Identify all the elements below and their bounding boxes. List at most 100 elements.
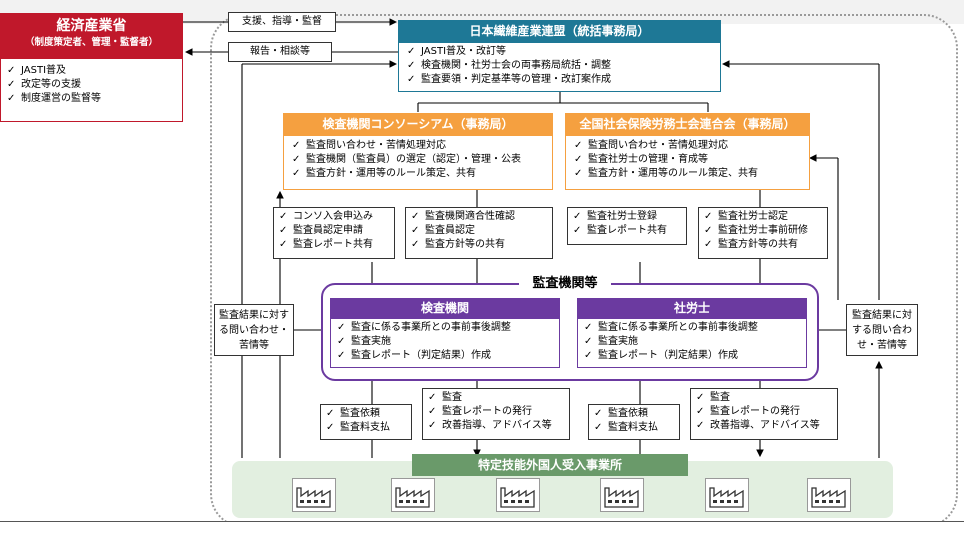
check-icon: ✓ xyxy=(574,154,583,165)
check-icon: ✓ xyxy=(696,420,705,431)
result-box-2: ✓監査 ✓監査レポートの発行 ✓改善指導、アドバイス等 xyxy=(690,388,838,440)
consortium-title: 検査機関コンソーシアム（事務局） xyxy=(283,113,553,135)
factory-icon xyxy=(496,478,540,512)
list-item: ✓監査レポート共有 xyxy=(279,239,373,250)
check-icon: ✓ xyxy=(428,406,437,417)
left-inquiry-box: 監査結果に対する問い合わせ・苦情等 xyxy=(214,304,294,356)
bottom-bar xyxy=(0,521,964,536)
meti-title: 経済産業省 xyxy=(56,18,127,34)
check-icon: ✓ xyxy=(573,225,582,236)
check-icon: ✓ xyxy=(279,225,288,236)
consortium-body: ✓監査問い合わせ・苦情処理対応 ✓監査機関（監査員）の選定（認定）・管理・公表 … xyxy=(283,135,553,190)
request-box-2: ✓監査依頼 ✓監査料支払 xyxy=(588,404,680,440)
sharoushi-title: 社労士 xyxy=(577,298,807,318)
check-icon: ✓ xyxy=(7,93,16,104)
sharoushi-body: ✓監査に係る事業所との事前事後調整 ✓監査実施 ✓監査レポート（判定結果）作成 xyxy=(577,318,807,368)
check-icon: ✓ xyxy=(337,350,346,361)
factory-icon xyxy=(807,478,851,512)
list-item: ✓監査方針等の共有 xyxy=(704,239,798,250)
check-icon: ✓ xyxy=(704,239,713,250)
list-item: ✓監査問い合わせ・苦情処理対応 xyxy=(574,140,728,151)
list-item: ✓監査レポート共有 xyxy=(573,225,667,236)
factory-icon xyxy=(292,478,336,512)
list-item: ✓監査社労士の管理・育成等 xyxy=(574,154,708,165)
check-icon: ✓ xyxy=(704,211,713,222)
list-item: ✓制度運営の監督等 xyxy=(7,93,101,104)
nihon-title: 日本繊維産業連盟（統括事務局） xyxy=(398,20,721,42)
check-icon: ✓ xyxy=(407,60,416,71)
list-item: ✓改定等の支援 xyxy=(7,79,81,90)
inspection-title: 検査機関 xyxy=(330,298,560,318)
list-item: ✓改善指導、アドバイス等 xyxy=(696,420,820,431)
list-item: ✓監査料支払 xyxy=(326,422,390,433)
check-icon: ✓ xyxy=(326,408,335,419)
list-item: ✓監査 xyxy=(428,392,462,403)
check-icon: ✓ xyxy=(407,46,416,57)
list-item: ✓監査機関（監査員）の選定（認定）・管理・公表 xyxy=(292,154,521,165)
business-title: 特定技能外国人受入事業所 xyxy=(412,454,688,476)
list-item: ✓監査方針・運用等のルール策定、共有 xyxy=(574,168,758,179)
list-item: ✓監査 xyxy=(696,392,730,403)
list-item: ✓監査社労士認定 xyxy=(704,211,788,222)
check-icon: ✓ xyxy=(704,225,713,236)
list-item: ✓コンソ入会申込み xyxy=(279,211,373,222)
check-icon: ✓ xyxy=(594,422,603,433)
list-item: ✓監査社労士登録 xyxy=(573,211,657,222)
check-icon: ✓ xyxy=(573,211,582,222)
check-icon: ✓ xyxy=(584,350,593,361)
check-icon: ✓ xyxy=(337,322,346,333)
report-label: 報告・相談等 xyxy=(228,42,332,62)
mid-box-d: ✓監査社労士認定 ✓監査社労士事前研修 ✓監査方針等の共有 xyxy=(698,207,828,259)
support-label: 支援、指導・監督 xyxy=(228,12,336,32)
mid-box-a: ✓コンソ入会申込み ✓監査員認定申請 ✓監査レポート共有 xyxy=(273,207,395,259)
check-icon: ✓ xyxy=(574,168,583,179)
nihon-body: ✓JASTI普及・改訂等 ✓検査機関・社労士会の両事務局統括・調整 ✓監査要領・… xyxy=(398,42,721,92)
check-icon: ✓ xyxy=(279,239,288,250)
check-icon: ✓ xyxy=(337,336,346,347)
list-item: ✓監査方針等の共有 xyxy=(411,239,505,250)
mid-box-c: ✓監査社労士登録 ✓監査レポート共有 xyxy=(567,207,687,245)
check-icon: ✓ xyxy=(584,322,593,333)
result-box-1: ✓監査 ✓監査レポートの発行 ✓改善指導、アドバイス等 xyxy=(422,388,570,440)
check-icon: ✓ xyxy=(696,392,705,403)
kansa-group-title: 監査機関等 xyxy=(519,274,611,294)
list-item: ✓JASTI普及・改訂等 xyxy=(407,46,507,57)
list-item: ✓監査実施 xyxy=(337,336,391,347)
list-item: ✓監査依頼 xyxy=(594,408,648,419)
list-item: ✓監査方針・運用等のルール策定、共有 xyxy=(292,168,476,179)
check-icon: ✓ xyxy=(279,211,288,222)
sharoushi-kai-title: 全国社会保険労務士会連合会（事務局） xyxy=(565,113,810,135)
list-item: ✓監査要領・判定基準等の管理・改訂案作成 xyxy=(407,74,611,85)
factory-icon xyxy=(391,478,435,512)
factory-icon xyxy=(600,478,644,512)
meti-header: 経済産業省 （制度策定者、管理・監督者） xyxy=(0,13,183,58)
check-icon: ✓ xyxy=(326,422,335,433)
factory-icon xyxy=(705,478,749,512)
check-icon: ✓ xyxy=(7,79,16,90)
check-icon: ✓ xyxy=(428,392,437,403)
right-inquiry-box: 監査結果に対する問い合わせ・苦情等 xyxy=(846,304,918,356)
list-item: ✓監査依頼 xyxy=(326,408,380,419)
check-icon: ✓ xyxy=(7,65,16,76)
check-icon: ✓ xyxy=(292,154,301,165)
list-item: ✓監査に係る事業所との事前事後調整 xyxy=(337,322,511,333)
list-item: ✓JASTI普及 xyxy=(7,65,67,76)
list-item: ✓監査問い合わせ・苦情処理対応 xyxy=(292,140,446,151)
meti-subtitle: （制度策定者、管理・監督者） xyxy=(24,37,158,48)
list-item: ✓改善指導、アドバイス等 xyxy=(428,420,552,431)
list-item: ✓監査機関適合性確認 xyxy=(411,211,515,222)
check-icon: ✓ xyxy=(574,140,583,151)
check-icon: ✓ xyxy=(407,74,416,85)
check-icon: ✓ xyxy=(411,225,420,236)
check-icon: ✓ xyxy=(584,336,593,347)
list-item: ✓監査レポート（判定結果）作成 xyxy=(337,350,491,361)
sharoushi-kai-body: ✓監査問い合わせ・苦情処理対応 ✓監査社労士の管理・育成等 ✓監査方針・運用等の… xyxy=(565,135,810,190)
check-icon: ✓ xyxy=(696,406,705,417)
check-icon: ✓ xyxy=(428,420,437,431)
list-item: ✓監査レポートの発行 xyxy=(428,406,532,417)
list-item: ✓監査レポート（判定結果）作成 xyxy=(584,350,738,361)
list-item: ✓監査レポートの発行 xyxy=(696,406,800,417)
check-icon: ✓ xyxy=(292,168,301,179)
list-item: ✓監査社労士事前研修 xyxy=(704,225,808,236)
